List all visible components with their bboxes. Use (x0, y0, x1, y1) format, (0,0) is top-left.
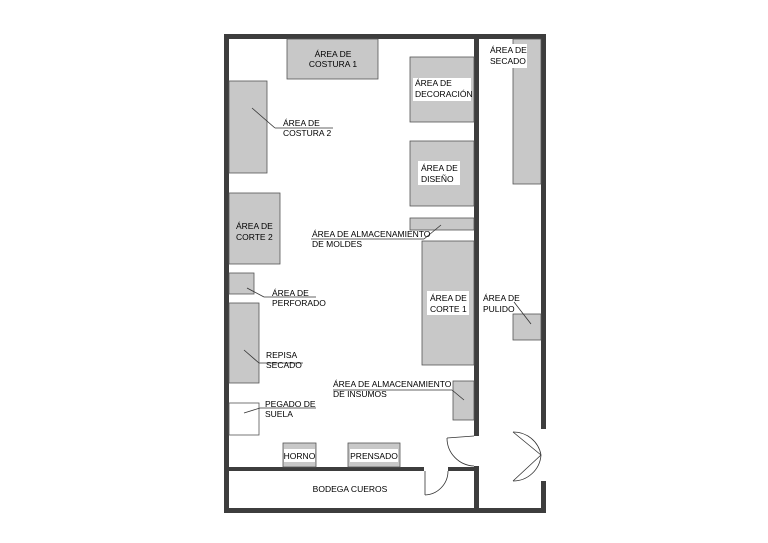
door-bodega (424, 470, 449, 496)
zone-corte-2: ÁREA DE CORTE 2 (228, 192, 281, 265)
wall-bodega-left (224, 467, 424, 471)
label-decoracion-l2: DECORACIÓN (415, 89, 473, 99)
label-corte-1-l1: ÁREA DE (430, 293, 467, 303)
zone-bodega-cueros: BODEGA CUEROS (313, 484, 388, 494)
zone-horno: HORNO (282, 442, 317, 468)
doors (424, 431, 542, 496)
label-corte-1-l2: CORTE 1 (430, 304, 467, 314)
label-moldes-l2: DE MOLDES (312, 239, 362, 249)
zone-perforado: ÁREA DE PERFORADO (228, 272, 326, 308)
label-insumos-l1: ÁREA DE ALMACENAMIENTO (333, 379, 452, 389)
label-pulido-l2: PULIDO (483, 304, 515, 314)
label-horno: HORNO (284, 451, 316, 461)
label-pegado-l2: SUELA (265, 409, 293, 419)
zone-secado: ÁREA DE SECADO (487, 38, 542, 185)
label-diseno-l1: ÁREA DE (421, 163, 458, 173)
wall-outer-left (224, 34, 229, 513)
wall-bodega-right (448, 467, 479, 471)
zone-pulido: ÁREA DE PULIDO (483, 293, 542, 341)
label-corte-2-l1: ÁREA DE (236, 221, 273, 231)
label-secado-l2: SECADO (490, 56, 526, 66)
label-perforado-l1: ÁREA DE (272, 288, 309, 298)
label-pulido-l1: ÁREA DE (483, 293, 520, 303)
label-moldes-l1: ÁREA DE ALMACENAMIENTO (312, 229, 431, 239)
label-costura-2-l2: COSTURA 2 (283, 128, 331, 138)
label-diseno-l2: DISEÑO (421, 174, 454, 184)
label-corte-2-l2: CORTE 2 (236, 232, 273, 242)
zone-almacenamiento-insumos: ÁREA DE ALMACENAMIENTO DE INSUMOS (333, 379, 475, 421)
zone-corte-1: ÁREA DE CORTE 1 (421, 240, 475, 366)
wall-outer-top (224, 34, 546, 39)
door-exit-lower (512, 454, 542, 482)
label-decoracion-l1: ÁREA DE (415, 78, 452, 88)
wall-corridor-lower (474, 466, 479, 513)
walls (224, 34, 546, 513)
label-pegado-l1: PEGADO DE (265, 399, 316, 409)
label-costura-1-l2: COSTURA 1 (309, 59, 357, 69)
wall-outer-right-upper (541, 34, 546, 429)
zone-repisa-secado: REPISA SECADO (228, 302, 303, 384)
wall-corridor-upper (474, 34, 479, 436)
label-secado-l1: ÁREA DE (490, 45, 527, 55)
label-repisa-l2: SECADO (266, 360, 302, 370)
wall-outer-bottom (224, 508, 546, 513)
label-prensado: PRENSADO (350, 451, 398, 461)
zone-decoracion: ÁREA DE DECORACIÓN (409, 56, 475, 123)
label-costura-1-l1: ÁREA DE (315, 49, 352, 59)
wall-outer-right-lower (541, 481, 546, 513)
zone-prensado: PRENSADO (347, 442, 401, 468)
label-costura-2-l1: ÁREA DE (283, 118, 320, 128)
zone-costura-2: ÁREA DE COSTURA 2 (228, 80, 333, 174)
label-repisa-l1: REPISA (266, 350, 298, 360)
zone-costura-1: ÁREA DE COSTURA 1 (286, 38, 379, 80)
zone-pegado-suela: PEGADO DE SUELA (228, 399, 316, 436)
zone-diseno: ÁREA DE DISEÑO (409, 140, 475, 207)
door-exit-upper (512, 431, 542, 456)
door-corridor (446, 435, 475, 467)
label-insumos-l2: DE INSUMOS (333, 389, 387, 399)
label-perforado-l2: PERFORADO (272, 298, 326, 308)
label-bodega-cueros: BODEGA CUEROS (313, 484, 388, 494)
zone-almacenamiento-moldes: ÁREA DE ALMACENAMIENTO DE MOLDES (311, 217, 475, 249)
